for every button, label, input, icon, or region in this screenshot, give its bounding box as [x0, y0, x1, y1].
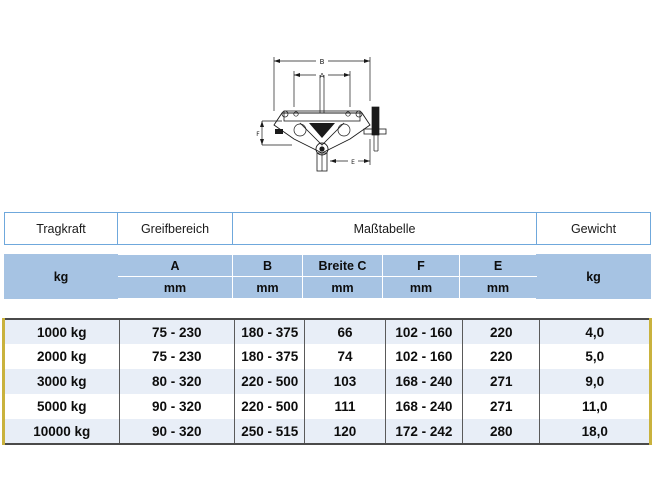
table-cell: 271 [462, 369, 541, 394]
table-cell: 80 - 320 [118, 369, 236, 394]
subheader-unit-e: mm [459, 276, 537, 299]
table-cell: 5000 kg [3, 394, 120, 419]
dimension-label-a: A [320, 72, 325, 80]
group-header-tragkraft: Tragkraft [4, 212, 118, 245]
group-header-masstabelle: Maßtabelle [231, 212, 538, 245]
table-cell: 168 - 240 [384, 394, 464, 419]
group-header-row: Tragkraft Greifbereich Maßtabelle Gewich… [4, 212, 652, 245]
dimension-label-f: F [256, 131, 260, 138]
table-cell: 220 - 500 [234, 394, 306, 419]
table-cell: 168 - 240 [384, 369, 464, 394]
subheader-letter-f: F [382, 254, 460, 277]
table-cell: 220 - 500 [234, 369, 306, 394]
beam-clamp-technical-drawing: B A F E [256, 57, 387, 172]
subheader-letter-a: A [117, 254, 233, 277]
sub-header-table: kg A B Breite C F E kg mm mm mm mm mm [4, 254, 651, 299]
table-cell: 111 [304, 394, 386, 419]
table-cell: 9,0 [539, 369, 651, 394]
table-cell: 4,0 [539, 319, 651, 344]
table-cell: 66 [304, 319, 386, 344]
table-cell: 102 - 160 [384, 319, 464, 344]
table-cell: 180 - 375 [234, 344, 306, 369]
table-cell: 11,0 [539, 394, 651, 419]
table-cell: 220 [462, 319, 541, 344]
table-cell: 271 [462, 394, 541, 419]
subheader-unit-tragkraft: kg [4, 254, 118, 299]
sub-header-units-row: mm mm mm mm mm [5, 276, 651, 299]
dimension-label-e: E [351, 159, 355, 166]
subheader-unit-breite-c: mm [302, 276, 383, 299]
subheader-letter-e: E [459, 254, 537, 277]
table-cell: 3000 kg [3, 369, 120, 394]
group-header-gewicht: Gewicht [536, 212, 652, 245]
table-cell: 280 [462, 419, 541, 444]
subheader-unit-b: mm [232, 276, 303, 299]
product-drawing: B A F E [0, 30, 654, 190]
table-cell: 2000 kg [3, 344, 120, 369]
subheader-letter-b: B [232, 254, 303, 277]
table-cell: 250 - 515 [234, 419, 306, 444]
table-cell: 1000 kg [3, 319, 120, 344]
table-cell: 103 [304, 369, 386, 394]
table-cell: 172 - 242 [384, 419, 464, 444]
table-cell: 220 [462, 344, 541, 369]
table-cell: 75 - 230 [118, 344, 236, 369]
table-cell: 120 [304, 419, 386, 444]
group-header-greifbereich: Greifbereich [117, 212, 233, 245]
group-header-table: Tragkraft Greifbereich Maßtabelle Gewich… [4, 212, 652, 245]
subheader-unit-a: mm [117, 276, 233, 299]
table-cell: 90 - 320 [118, 419, 236, 444]
dimension-label-b: B [320, 58, 325, 66]
table-cell: 18,0 [539, 419, 651, 444]
table-cell: 75 - 230 [118, 319, 236, 344]
table-cell: 10000 kg [3, 419, 120, 444]
subheader-unit-gewicht: kg [536, 254, 651, 299]
table-cell: 74 [304, 344, 386, 369]
table-cell: 5,0 [539, 344, 651, 369]
table-cell: 90 - 320 [118, 394, 236, 419]
table-cell: 102 - 160 [384, 344, 464, 369]
sub-header-letters-row: kg A B Breite C F E kg [4, 254, 651, 299]
table-cell: 180 - 375 [234, 319, 306, 344]
subheader-letter-breite-c: Breite C [302, 254, 383, 277]
subheader-unit-f: mm [382, 276, 460, 299]
